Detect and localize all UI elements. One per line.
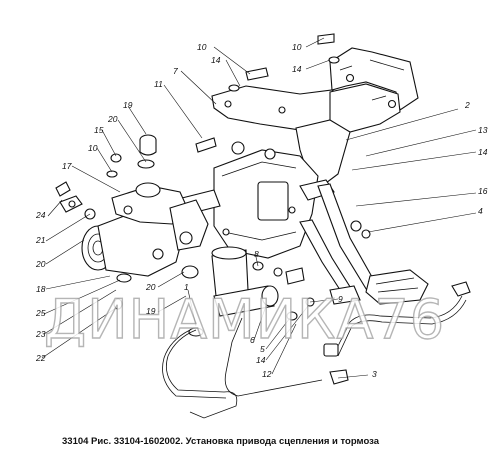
callout-label: 15 (94, 125, 104, 135)
callout-label: 24 (35, 210, 46, 220)
callout-label: 14 (211, 55, 221, 65)
pedals (299, 183, 429, 305)
callout-label: 14 (256, 355, 266, 365)
callout-label: 8 (254, 249, 259, 259)
callout-label: 10 (197, 42, 207, 52)
callout-label: 4 (478, 206, 483, 216)
callout-label: 20 (145, 282, 156, 292)
callout-label: 17 (62, 161, 72, 171)
callout-labels: 10 10 14 14 7 11 2 19 20 15 13 10 14 17 … (35, 42, 488, 379)
master-cylinder-assembly (55, 181, 209, 277)
callout-label: 1 (184, 282, 189, 292)
clutch-reservoir (113, 246, 315, 337)
callout-label: 13 (478, 125, 488, 135)
callout-label: 10 (88, 143, 98, 153)
callout-label: 12 (262, 369, 272, 379)
callout-label: 7 (173, 66, 178, 76)
callout-label: 21 (35, 235, 46, 245)
watermark-text: ДИНАМИКА76 (44, 288, 445, 351)
callout-label: 18 (36, 284, 46, 294)
callout-label: 3 (372, 369, 377, 379)
callout-label: 5 (260, 344, 265, 354)
callout-label: 19 (123, 100, 133, 110)
leader-lines (41, 37, 477, 379)
callout-label: 10 (292, 42, 302, 52)
filler-cap-parts (106, 33, 340, 178)
callout-label: 2 (464, 100, 470, 110)
callout-label: 9 (338, 294, 343, 304)
callout-label: 11 (154, 79, 163, 89)
pedal-housing (181, 141, 335, 259)
callout-label: 22 (35, 353, 46, 363)
callout-label: 14 (478, 147, 488, 157)
callout-label: 16 (478, 186, 488, 196)
callout-label: 23 (35, 329, 46, 339)
callout-label: 25 (35, 308, 46, 318)
callout-label: 6 (250, 335, 255, 345)
hydraulic-lines (162, 281, 471, 419)
callout-label: 20 (35, 259, 46, 269)
figure-caption: 33104 Рис. 33104-1602002. Установка прив… (62, 436, 380, 447)
callout-label: 19 (146, 306, 156, 316)
callout-label: 20 (107, 114, 118, 124)
callout-label: 14 (292, 64, 302, 74)
